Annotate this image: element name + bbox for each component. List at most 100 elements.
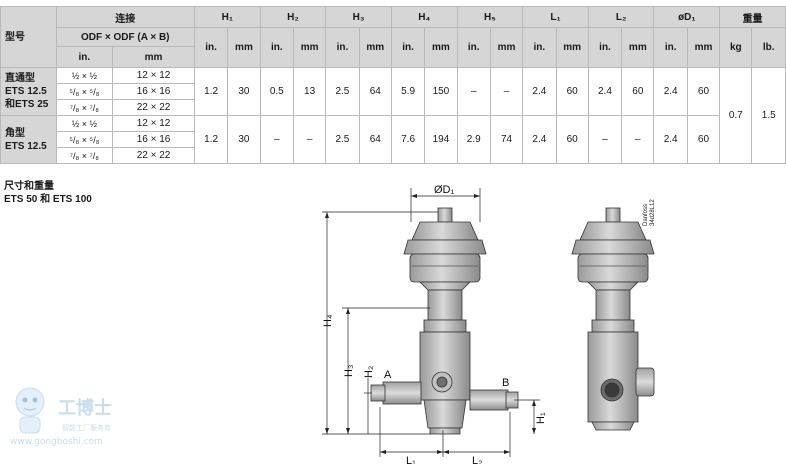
dim-cell: 2.9 [456,115,491,164]
caption-models: ETS 50 和 ETS 100 [4,194,92,205]
dim-cell: – [292,115,327,164]
conn-in: ⁷/₈ × ⁷/₈ [55,147,114,164]
conn-mm: 22 × 22 [112,99,195,116]
dimensions-table: 型号 连接 H₁ H₂ H₃ H₄ H₅ L₁ L₂ øD₁ 重量 ODF × … [0,6,786,164]
dim-cell: 60 [686,67,721,116]
watermark-url: www.gongboshi.com [10,437,103,447]
unit-mm: mm [621,27,655,68]
dim-cell: 5.9 [390,67,426,116]
dim-cell: 2.4 [522,115,557,164]
conn-in: ½ × ½ [55,67,114,84]
table-row: 直通型 ETS 12.5 和ETS 25 ½ × ½ 12 × 12 1.2 3… [0,67,786,164]
watermark-tagline: 智能工厂服务商 [62,423,111,432]
dim-cell: 2.5 [325,67,360,116]
conn-in: ⁵/₈ × ⁵/₈ [55,83,114,100]
label-port-a: A [384,369,392,381]
unit-mm: mm [424,27,458,68]
unit-in: in. [193,27,229,68]
conn-mm: 16 × 16 [112,83,195,100]
dim-cell: 60 [621,67,655,116]
header-h1: H₁ [193,6,261,28]
dim-cell: 60 [555,115,589,164]
label-h3: H₃ [343,365,355,377]
dim-cell: – [456,67,491,116]
dim-cell: 60 [686,115,721,164]
dim-cell: 0.5 [259,67,294,116]
dim-cell: – [621,115,655,164]
header-l1: L₁ [522,6,589,28]
dim-cell: 60 [555,67,589,116]
label-port-b: B [502,377,509,389]
watermark: 工博士 智能工厂服务商 www.gongboshi.com [10,387,112,447]
header-weight: 重量 [719,6,786,28]
unit-mm: mm [555,27,589,68]
dim-cell: 2.4 [653,67,688,116]
conn-in: ⁵/₈ × ⁵/₈ [55,131,114,148]
dimension-arrows [325,194,536,454]
unit-in: in. [522,27,557,68]
robot-mascot-icon [15,387,45,434]
drawing-brand: Danfoss [643,204,649,226]
unit-mm: mm [358,27,392,68]
label-h2: H₂ [363,366,375,378]
drawing-code: 34d28L12 [650,199,656,226]
odf-unit-mm: mm [112,46,195,68]
header-odf: ODF × ODF (A × B) [55,27,195,47]
dim-cell: 64 [358,115,392,164]
conn-mm: 22 × 22 [112,147,195,164]
unit-mm: mm [489,27,524,68]
unit-in: in. [456,27,491,68]
unit-in: in. [390,27,426,68]
label-l2: L₂ [472,455,482,464]
dim-cell: 2.5 [325,115,360,164]
header-connection: 连接 [55,6,195,28]
watermark-name: 工博士 [58,397,112,419]
unit-in: in. [587,27,623,68]
dim-cell: 150 [424,67,458,116]
side-view-valve [571,207,655,431]
dim-cell: – [259,115,294,164]
unit-in: in. [259,27,294,68]
header-h4: H₄ [390,6,458,28]
section-caption: 尺寸和重量 ETS 50 和 ETS 100 [4,180,92,206]
weight-lb: 1.5 [751,67,786,164]
conn-in: ⁷/₈ × ⁷/₈ [55,99,114,116]
label-h1: H₁ [535,412,547,424]
dim-cell: 7.6 [390,115,426,164]
header-model: 型号 [0,6,57,68]
dim-cell: – [489,67,524,116]
caption-title: 尺寸和重量 [4,181,54,192]
dim-cell: 74 [489,115,524,164]
model-cell: 直通型 ETS 12.5 和ETS 25 [0,67,57,116]
conn-in: ½ × ½ [55,115,114,132]
valve-technical-drawing: ØD₁ H₄ H₃ H₂ H₁ L₁ L₂ A B Danfoss 34d28L… [10,184,656,464]
conn-mm: 12 × 12 [112,67,195,84]
header-h5: H₅ [456,6,524,28]
unit-mm: mm [292,27,327,68]
dim-cell: 30 [227,115,261,164]
unit-lb: lb. [751,27,786,68]
dim-cell: 194 [424,115,458,164]
label-l1: L₁ [406,455,416,464]
dim-cell: 30 [227,67,261,116]
conn-mm: 12 × 12 [112,115,195,132]
unit-mm: mm [686,27,721,68]
unit-kg: kg [719,27,753,68]
dim-cell: 2.4 [653,115,688,164]
header-h3: H₃ [325,6,392,28]
unit-in: in. [653,27,688,68]
header-d1: øD₁ [653,6,721,28]
unit-mm: mm [227,27,261,68]
dimension-lines [322,188,540,457]
weight-kg: 0.7 [719,67,753,164]
model-cell: 角型 ETS 12.5 [0,115,57,164]
dim-cell: 1.2 [193,115,229,164]
dim-cell: 2.4 [522,67,557,116]
dim-cell: – [587,115,623,164]
odf-unit-in: in. [55,46,114,68]
dim-cell: 2.4 [587,67,623,116]
label-d1: ØD₁ [434,184,455,196]
table-row: ⁵/₈ × ⁵/₈ 16 × 16 [1,131,786,148]
header-h2: H₂ [259,6,327,28]
dim-cell: 13 [292,67,327,116]
